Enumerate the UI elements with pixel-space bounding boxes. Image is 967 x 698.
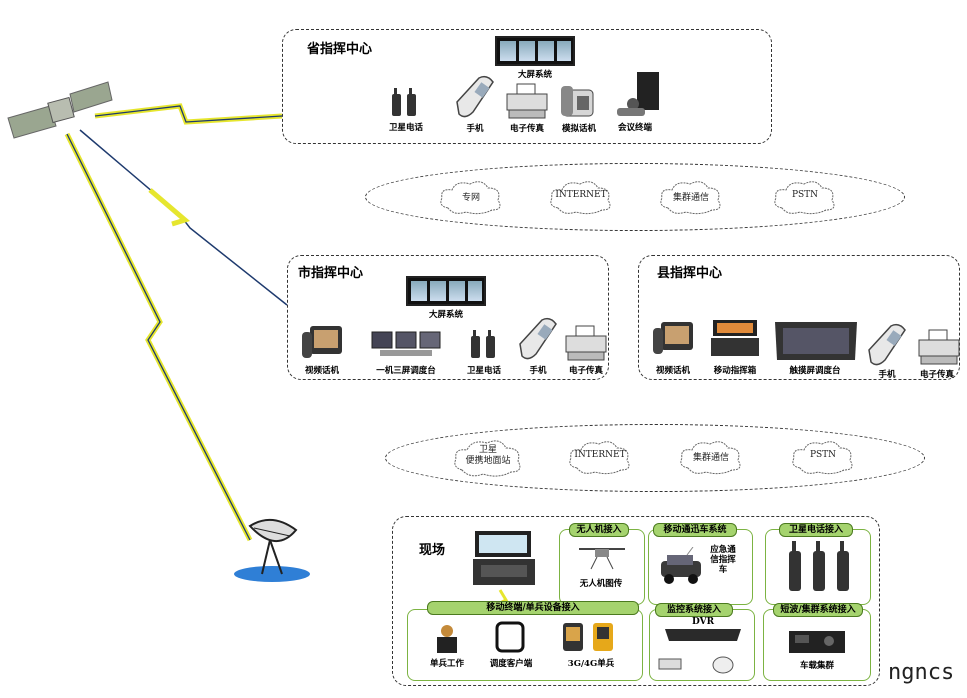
dispatch-client-icon — [495, 621, 525, 653]
watermark: ngncs — [888, 660, 955, 685]
county-device-label: 移动指挥箱 — [713, 366, 757, 376]
network1-cloud-internet: INTERNET — [546, 178, 616, 216]
county-device-label: 手机 — [878, 370, 896, 380]
big-screen-icon — [495, 36, 575, 66]
big-screen-icon — [406, 276, 486, 306]
big-screen-label: 大屏系统 — [517, 70, 553, 80]
vehicle-caption: 应急通 信指挥 车 — [710, 545, 736, 575]
mobile-terminal-tag: 移动终端/单兵设备接入 — [427, 601, 639, 615]
county-title: 县指挥中心 — [657, 266, 723, 281]
county-device-label: 视频话机 — [655, 366, 691, 376]
network1-cloud-private: 专网 — [436, 178, 506, 216]
county-device-label: 电子传真 — [919, 370, 955, 380]
fax-icon — [506, 83, 548, 119]
mobile-terminal-caption: 单兵工作 — [429, 659, 465, 669]
desk-phone-icon — [561, 86, 594, 117]
fax-icon — [565, 325, 607, 361]
network-cloud-1 — [365, 163, 905, 231]
single-soldier-device-icon — [563, 623, 613, 651]
satellite-phone-icon — [392, 88, 416, 116]
satellite-phone-icon — [471, 330, 495, 358]
site-title: 现场 — [419, 543, 446, 558]
site-area: 现场 无人机接入 无人机图传 移动通迅车系统 应急通 信指挥 车 卫星电话接入 … — [392, 516, 880, 686]
city-device-label: 一机三屏调度台 — [376, 366, 436, 376]
province-device-label: 卫星电话 — [388, 123, 424, 133]
camera-icon — [658, 656, 734, 674]
county-device-label: 触摸屏调度台 — [789, 366, 841, 376]
trunk-caption: 车载集群 — [799, 661, 835, 671]
province-device-label: 模拟话机 — [561, 124, 597, 134]
city-device-label: 手机 — [529, 366, 547, 376]
uav-caption: 无人机图传 — [579, 579, 623, 589]
province-center: 省指挥中心 大屏系统 卫星电话 手机 电子传真 模拟话机 会议终端 — [282, 29, 772, 144]
trunk-tag: 短波/集群系统接入 — [773, 603, 863, 617]
satellite-phone-icon — [789, 541, 849, 591]
province-title: 省指挥中心 — [307, 42, 373, 57]
vehicle-tag: 移动通迅车系统 — [653, 523, 737, 537]
mobile-phone-icon — [519, 317, 557, 360]
city-center: 市指挥中心 大屏系统 视频话机 一机三屏调度台 卫星电话 手机 电子传真 — [287, 255, 609, 380]
link-province — [94, 103, 283, 125]
mobile-terminal-caption: 3G/4G单兵 — [567, 659, 615, 669]
province-device-label: 会议终端 — [617, 123, 653, 133]
uav-tag: 无人机接入 — [569, 523, 629, 537]
province-device-label: 电子传真 — [509, 124, 545, 134]
dvr-label: DVR — [691, 617, 715, 627]
city-device-label: 视频话机 — [304, 366, 340, 376]
network-cloud-2 — [385, 424, 925, 492]
mobile-phone-icon — [456, 75, 494, 118]
network2-cloud-trunk: 集群通信 — [676, 438, 746, 476]
drone-icon — [579, 548, 625, 570]
conference-terminal-icon — [617, 72, 659, 116]
city-device-label: 卫星电话 — [466, 366, 502, 376]
command-vehicle-icon — [661, 547, 701, 584]
mobile-phone-icon — [868, 323, 906, 366]
video-phone-icon — [653, 322, 693, 354]
dispatch-console-icon — [371, 331, 441, 356]
dvr-icon — [665, 629, 741, 641]
city-title: 市指挥中心 — [298, 266, 364, 281]
monitor-tag: 监控系统接入 — [655, 603, 733, 617]
fax-icon — [918, 329, 960, 365]
mobile-command-box-icon — [473, 531, 535, 585]
network1-cloud-trunk: 集群通信 — [656, 178, 726, 216]
satphone-tag: 卫星电话接入 — [779, 523, 853, 537]
network1-cloud-pstn: PSTN — [770, 178, 840, 216]
mobile-command-box-icon — [711, 320, 759, 356]
network2-cloud-satellite: 卫星 便携地面站 — [450, 437, 526, 479]
county-center: 县指挥中心 视频话机 移动指挥箱 触摸屏调度台 手机 电子传真 — [638, 255, 960, 380]
network2-cloud-internet: INTERNET — [565, 438, 635, 476]
satellite-icon — [7, 81, 113, 139]
satellite-dish-icon — [234, 519, 310, 582]
city-device-label: 电子传真 — [568, 366, 604, 376]
network2-cloud-pstn: PSTN — [788, 438, 858, 476]
big-screen-label: 大屏系统 — [428, 310, 464, 320]
province-device-label: 手机 — [466, 124, 484, 134]
mobile-terminal-caption: 调度客户端 — [489, 659, 533, 669]
vehicle-radio-icon — [789, 631, 845, 653]
field-worker-icon — [437, 625, 457, 653]
video-phone-icon — [302, 326, 342, 358]
touchscreen-console-icon — [775, 322, 857, 360]
